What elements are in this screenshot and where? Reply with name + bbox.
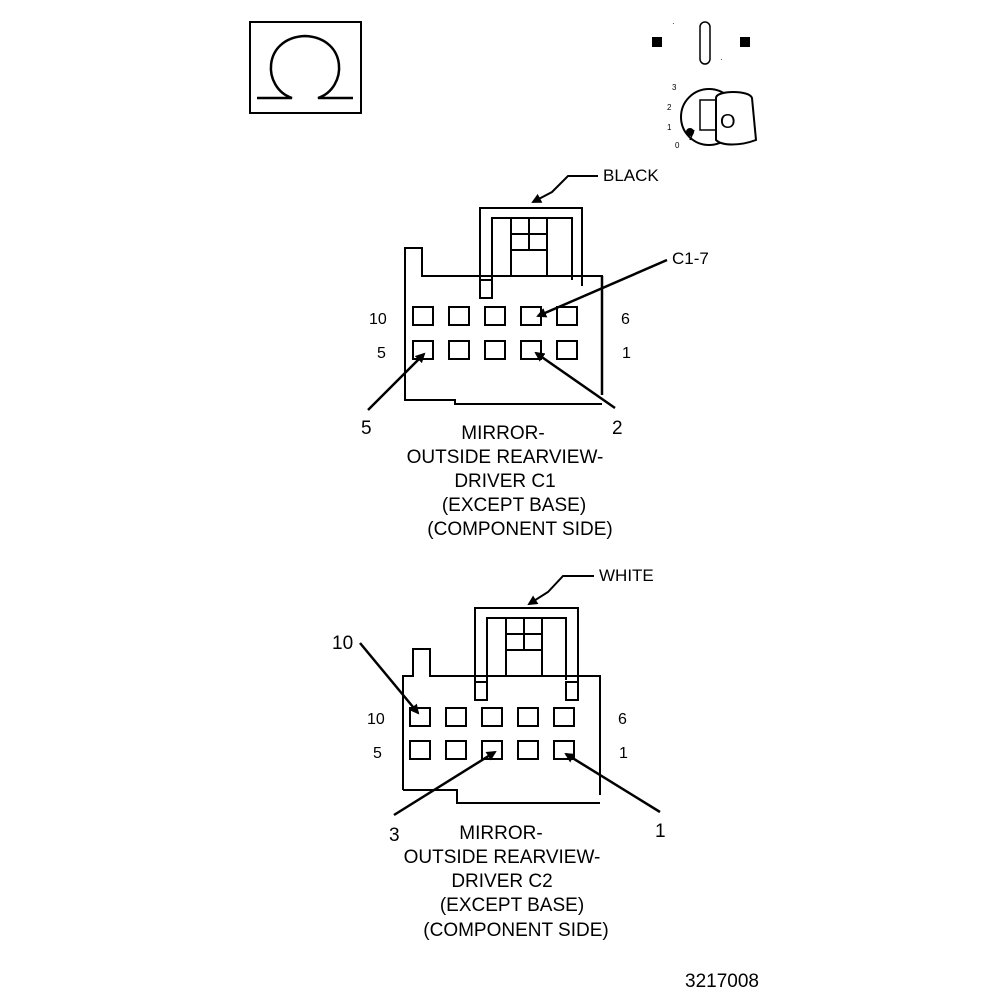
c1-caption: MIRROR- OUTSIDE REARVIEW- DRIVER C1 (EXC… <box>407 423 613 540</box>
ignition-key-icon: · · O 3 2 1 0 <box>652 19 758 150</box>
c2-bottom-row <box>409 740 575 760</box>
svg-text:·: · <box>672 19 675 28</box>
key-position-3: 3 <box>672 83 677 92</box>
svg-text:MIRROR-: MIRROR- <box>461 423 544 444</box>
c1-pin-1-label: 1 <box>622 345 631 362</box>
connector-c1: 10 6 5 1 BLACK C1-7 5 2 MIRROR- OUTSIDE … <box>361 166 709 540</box>
svg-text:DRIVER C2: DRIVER C2 <box>451 871 552 892</box>
figure-number: 3217008 <box>685 971 759 992</box>
c1-top-row <box>412 306 578 326</box>
key-letter: O <box>720 111 736 133</box>
connector-c2: 10 6 5 1 WHITE 10 3 1 MIRROR- OUTSIDE RE… <box>332 566 666 941</box>
c2-pointer-10: 10 <box>332 633 353 654</box>
c1-pin-callout: C1-7 <box>672 249 709 268</box>
svg-text:MIRROR-: MIRROR- <box>459 823 542 844</box>
c2-pin-5-label: 5 <box>373 745 382 762</box>
svg-text:·: · <box>720 55 723 64</box>
c2-pointer-1: 1 <box>655 821 666 842</box>
c2-pin-6-label: 6 <box>618 711 627 728</box>
c1-color-label: BLACK <box>603 166 659 185</box>
c1-pin-5-label: 5 <box>377 345 386 362</box>
c2-pin-10-label: 10 <box>367 711 385 728</box>
c1-bottom-row <box>412 340 578 360</box>
c2-top-row <box>409 707 575 727</box>
svg-text:(EXCEPT BASE): (EXCEPT BASE) <box>442 495 586 516</box>
svg-text:(COMPONENT SIDE): (COMPONENT SIDE) <box>427 519 612 540</box>
c1-pin-6-label: 6 <box>621 311 630 328</box>
svg-text:(EXCEPT BASE): (EXCEPT BASE) <box>440 895 584 916</box>
key-position-1: 1 <box>667 123 672 132</box>
c2-pin-1-label: 1 <box>619 745 628 762</box>
c2-pointer-3: 3 <box>389 825 400 846</box>
key-position-0: 0 <box>675 141 680 150</box>
svg-text:OUTSIDE REARVIEW-: OUTSIDE REARVIEW- <box>404 847 601 868</box>
c2-color-label: WHITE <box>599 566 654 585</box>
c1-pin-10-label: 10 <box>369 311 387 328</box>
svg-text:(COMPONENT SIDE): (COMPONENT SIDE) <box>423 920 608 941</box>
omega-connector-icon <box>249 21 362 114</box>
c1-pointer-5: 5 <box>361 418 372 439</box>
key-position-2: 2 <box>667 103 672 112</box>
svg-text:OUTSIDE REARVIEW-: OUTSIDE REARVIEW- <box>407 447 604 468</box>
svg-text:DRIVER C1: DRIVER C1 <box>454 471 555 492</box>
c1-pointer-2: 2 <box>612 418 623 439</box>
c2-caption: MIRROR- OUTSIDE REARVIEW- DRIVER C2 (EXC… <box>404 823 609 941</box>
